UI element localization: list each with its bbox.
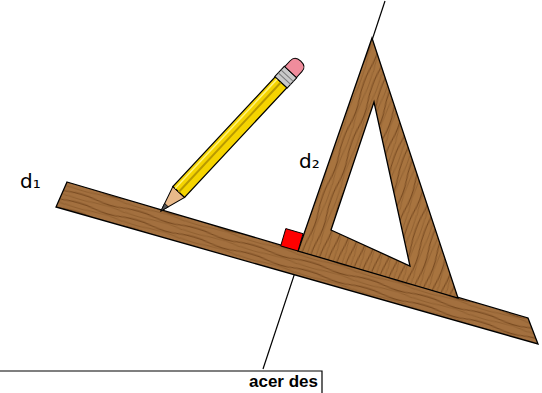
heading-text-box: acer des bbox=[249, 373, 318, 392]
ruler bbox=[56, 182, 538, 344]
set-square bbox=[298, 38, 458, 298]
line-label-box: d₁ bbox=[20, 170, 41, 192]
pencil bbox=[155, 55, 307, 217]
line-label: d₁ bbox=[20, 169, 41, 193]
line-label: d₂ bbox=[299, 149, 320, 173]
right-angle-mark bbox=[281, 229, 303, 251]
line-label-box: d₂ bbox=[299, 150, 320, 172]
title-box bbox=[0, 371, 322, 393]
heading-text: acer des bbox=[249, 372, 318, 391]
